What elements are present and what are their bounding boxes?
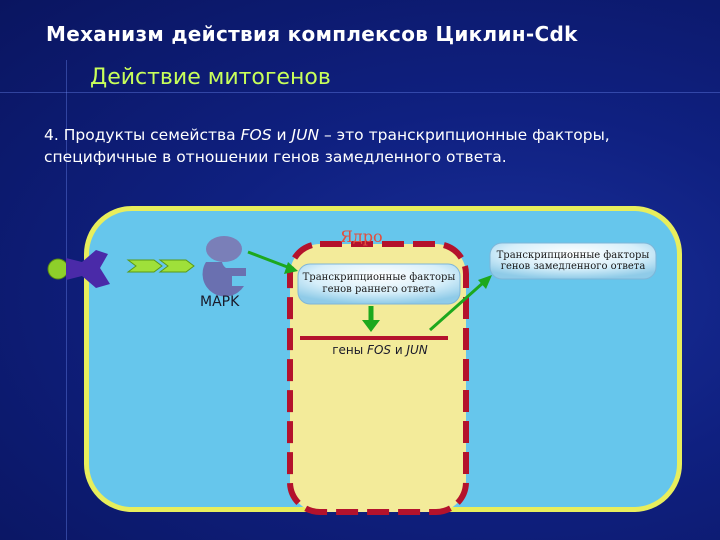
nucleus <box>287 241 469 515</box>
genes-and: и <box>391 343 407 357</box>
paragraph-prefix: 4. Продукты семейства <box>44 126 241 144</box>
decorative-vertical-line <box>66 60 67 540</box>
paragraph-and: и <box>271 126 292 144</box>
nucleus-label: Ядро <box>340 227 383 246</box>
early-tf-label: Транскрипционные факторы генов раннего о… <box>302 272 456 295</box>
signal-chevrons <box>126 259 195 273</box>
arrow-head-2 <box>362 320 380 332</box>
arrow-genes-to-late <box>429 280 485 332</box>
arrows <box>247 250 492 332</box>
late-tf-label: Транскрипционные факторы генов замедленн… <box>496 250 650 272</box>
genes-label: гены FOS и JUN <box>315 343 445 357</box>
paragraph-suffix: – это транскрипционные факторы, специфич… <box>44 126 610 166</box>
gene-fos: FOS <box>240 126 272 144</box>
receptor-icon <box>47 250 110 288</box>
genes-jun: JUN <box>406 343 428 357</box>
slide-title: Механизм действия комплексов Циклин-Cdk <box>46 22 578 46</box>
body-paragraph: 4. Продукты семейства FOS и JUN – это тр… <box>44 124 704 168</box>
mapk-icon <box>202 236 246 297</box>
slide-subtitle: Действие митогенов <box>90 65 331 90</box>
arrow-mapk-to-early <box>247 250 291 270</box>
late-tf-bubble <box>489 242 657 280</box>
early-tf-bubble <box>297 263 461 305</box>
arrow-head-3 <box>478 275 492 289</box>
decorative-horizontal-line <box>0 92 720 93</box>
genes-fos: FOS <box>367 343 392 357</box>
arrow-head-1 <box>284 262 298 274</box>
gene-jun: JUN <box>291 126 320 144</box>
genes-prefix: гены <box>332 343 368 357</box>
mapk-label: MAPK <box>200 294 240 310</box>
